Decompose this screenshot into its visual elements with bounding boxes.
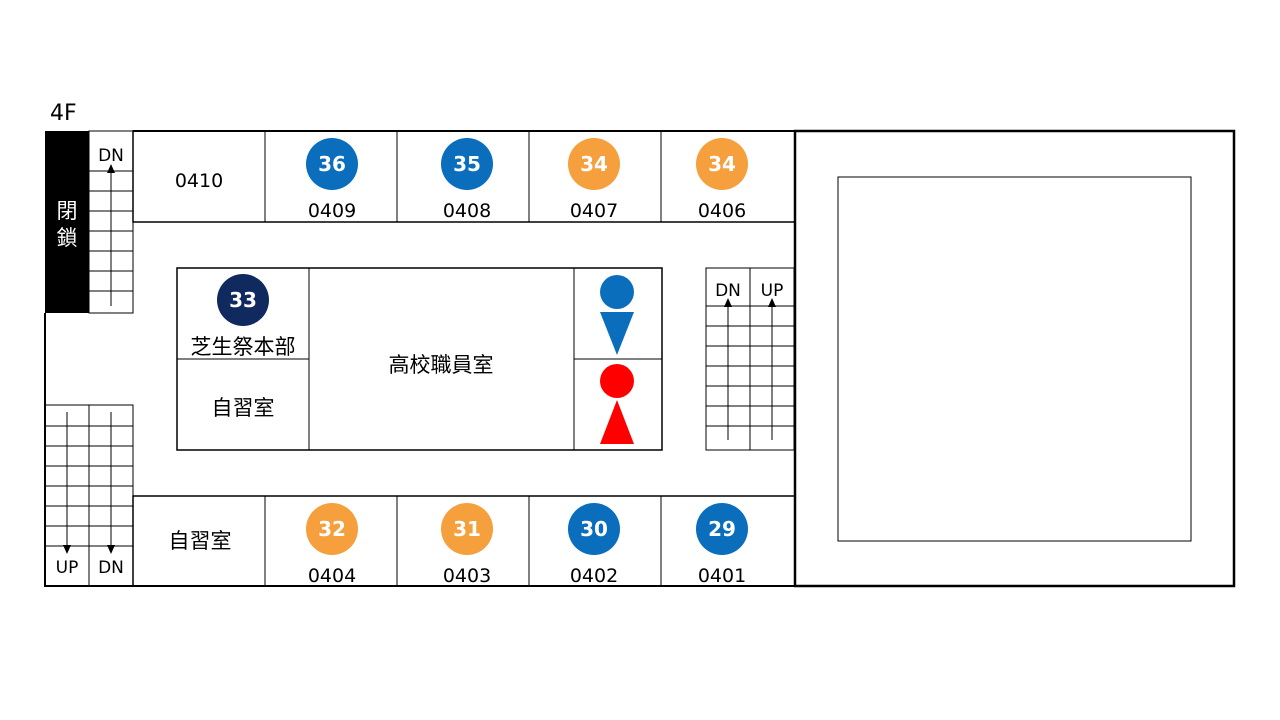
event-badge-32[interactable] [306, 503, 358, 555]
room-number-0406: 0406 [698, 200, 746, 222]
room-number-0404: 0404 [308, 565, 356, 587]
closed-label-char-1: 閉 [57, 199, 78, 223]
room-number-0402: 0402 [570, 565, 618, 587]
event-badge-31-label: 31 [453, 517, 481, 541]
arrow-down-icon [107, 545, 115, 554]
event-badge-34-b[interactable] [696, 138, 748, 190]
event-badge-33[interactable] [217, 274, 269, 326]
event-badge-35[interactable] [441, 138, 493, 190]
room-number-0403: 0403 [443, 565, 491, 587]
festival-hq-label: 芝生祭本部 [191, 335, 296, 359]
female-restroom-icon [600, 364, 634, 444]
floor-label: 4F [50, 101, 77, 126]
stair-right-up-label: UP [761, 281, 784, 301]
center-block [176, 267, 663, 451]
event-badge-36-label: 36 [318, 152, 346, 176]
stair-right-dn-label: DN [715, 281, 741, 301]
stair-bottom-left-up-label: UP [56, 558, 79, 578]
arrow-up-icon [724, 298, 732, 307]
event-badge-29[interactable] [696, 503, 748, 555]
event-badge-34-b-label: 34 [708, 152, 736, 176]
stair-bottom-left-dn-label: DN [98, 558, 124, 578]
room-number-0409: 0409 [308, 200, 356, 222]
event-badge-33-label: 33 [229, 288, 257, 312]
arrow-up-icon [768, 298, 776, 307]
study-room-label: 自習室 [212, 396, 275, 420]
male-restroom-icon [600, 275, 634, 355]
arrow-down-icon [63, 545, 71, 554]
courtyard [837, 176, 1192, 542]
staff-room-label: 高校職員室 [389, 353, 494, 377]
event-badge-35-label: 35 [453, 152, 481, 176]
event-badge-31[interactable] [441, 503, 493, 555]
right-building [793, 129, 1236, 588]
room-number-0401: 0401 [698, 565, 746, 587]
closed-stair-block [45, 131, 89, 313]
study-room-bottom-label: 自習室 [169, 529, 232, 553]
room-number-0408: 0408 [443, 200, 491, 222]
room-number-0407: 0407 [570, 200, 618, 222]
closed-label-char-2: 鎖 [57, 226, 78, 250]
event-badge-29-label: 29 [708, 517, 736, 541]
event-badge-34-a[interactable] [568, 138, 620, 190]
room-number-0410: 0410 [175, 170, 223, 192]
event-badge-32-label: 32 [318, 517, 346, 541]
stair-top-left-dn-label: DN [98, 146, 124, 166]
event-badge-30-label: 30 [580, 517, 608, 541]
arrow-up-icon [107, 164, 115, 173]
event-badge-30[interactable] [568, 503, 620, 555]
event-badge-34-a-label: 34 [580, 152, 608, 176]
event-badge-36[interactable] [306, 138, 358, 190]
